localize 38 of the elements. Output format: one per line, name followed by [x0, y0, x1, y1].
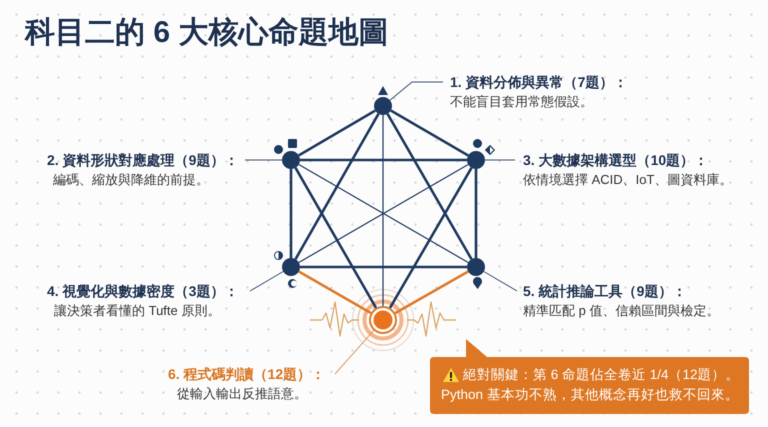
connector-line	[294, 167, 378, 309]
leader-line	[250, 271, 284, 292]
topic-description: 依情境選擇 ACID、IoT、圖資料庫。	[523, 171, 732, 189]
connector-line	[382, 115, 384, 306]
connector-line	[388, 167, 473, 309]
vertex-dot	[467, 151, 485, 169]
leader-line	[334, 330, 374, 374]
connector-line	[394, 270, 469, 314]
vertex-dot	[282, 258, 300, 276]
topic-heading: 6. 程式碼判讀（12題）：	[168, 365, 326, 384]
connector-line	[298, 109, 376, 157]
callout-text: 絕對關鍵：第 6 命題佔全卷近 1/4（12題）。	[463, 366, 740, 384]
topic-description: 編碼、縮放與降維的前提。	[53, 171, 209, 189]
leader-line	[389, 82, 444, 101]
vertex-dot	[282, 151, 300, 169]
connector-line	[290, 169, 292, 258]
connector-line	[298, 164, 469, 264]
topic-description: 讓決策者看懂的 Tufte 原則。	[54, 302, 220, 320]
topic-heading: 1. 資料分佈與異常（7題）：	[450, 73, 628, 92]
diagram-title: 科目二的 6 大核心命題地圖	[25, 15, 388, 51]
topic-heading: 2. 資料形狀對應處理（9題）：	[47, 151, 238, 170]
leader-line	[483, 271, 518, 292]
connector-line	[474, 169, 478, 258]
connector-line	[386, 113, 473, 260]
connector-line	[300, 158, 467, 162]
connector-line	[390, 109, 469, 157]
vertex-dot	[374, 97, 392, 115]
connector-line	[294, 113, 380, 260]
connector-line	[300, 266, 467, 268]
callout-text: Python 基本功不熟，其他概念再好也救不回來。	[441, 386, 739, 404]
connector-line	[298, 270, 372, 314]
topic-heading: 5. 統計推論工具（9題）：	[523, 282, 686, 301]
topic-description: 從輸入輸出反推語意。	[177, 385, 307, 403]
topic-heading: 3. 大數據架構選型（10題）：	[523, 151, 708, 170]
topic-description: 精準匹配 p 值、信賴區間與檢定。	[523, 302, 720, 320]
topic-description: 不能盲目套用常態假設。	[450, 93, 593, 111]
topic-heading: 4. 視覺化與數據密度（3題）：	[47, 282, 238, 301]
focus-dot	[369, 306, 397, 334]
